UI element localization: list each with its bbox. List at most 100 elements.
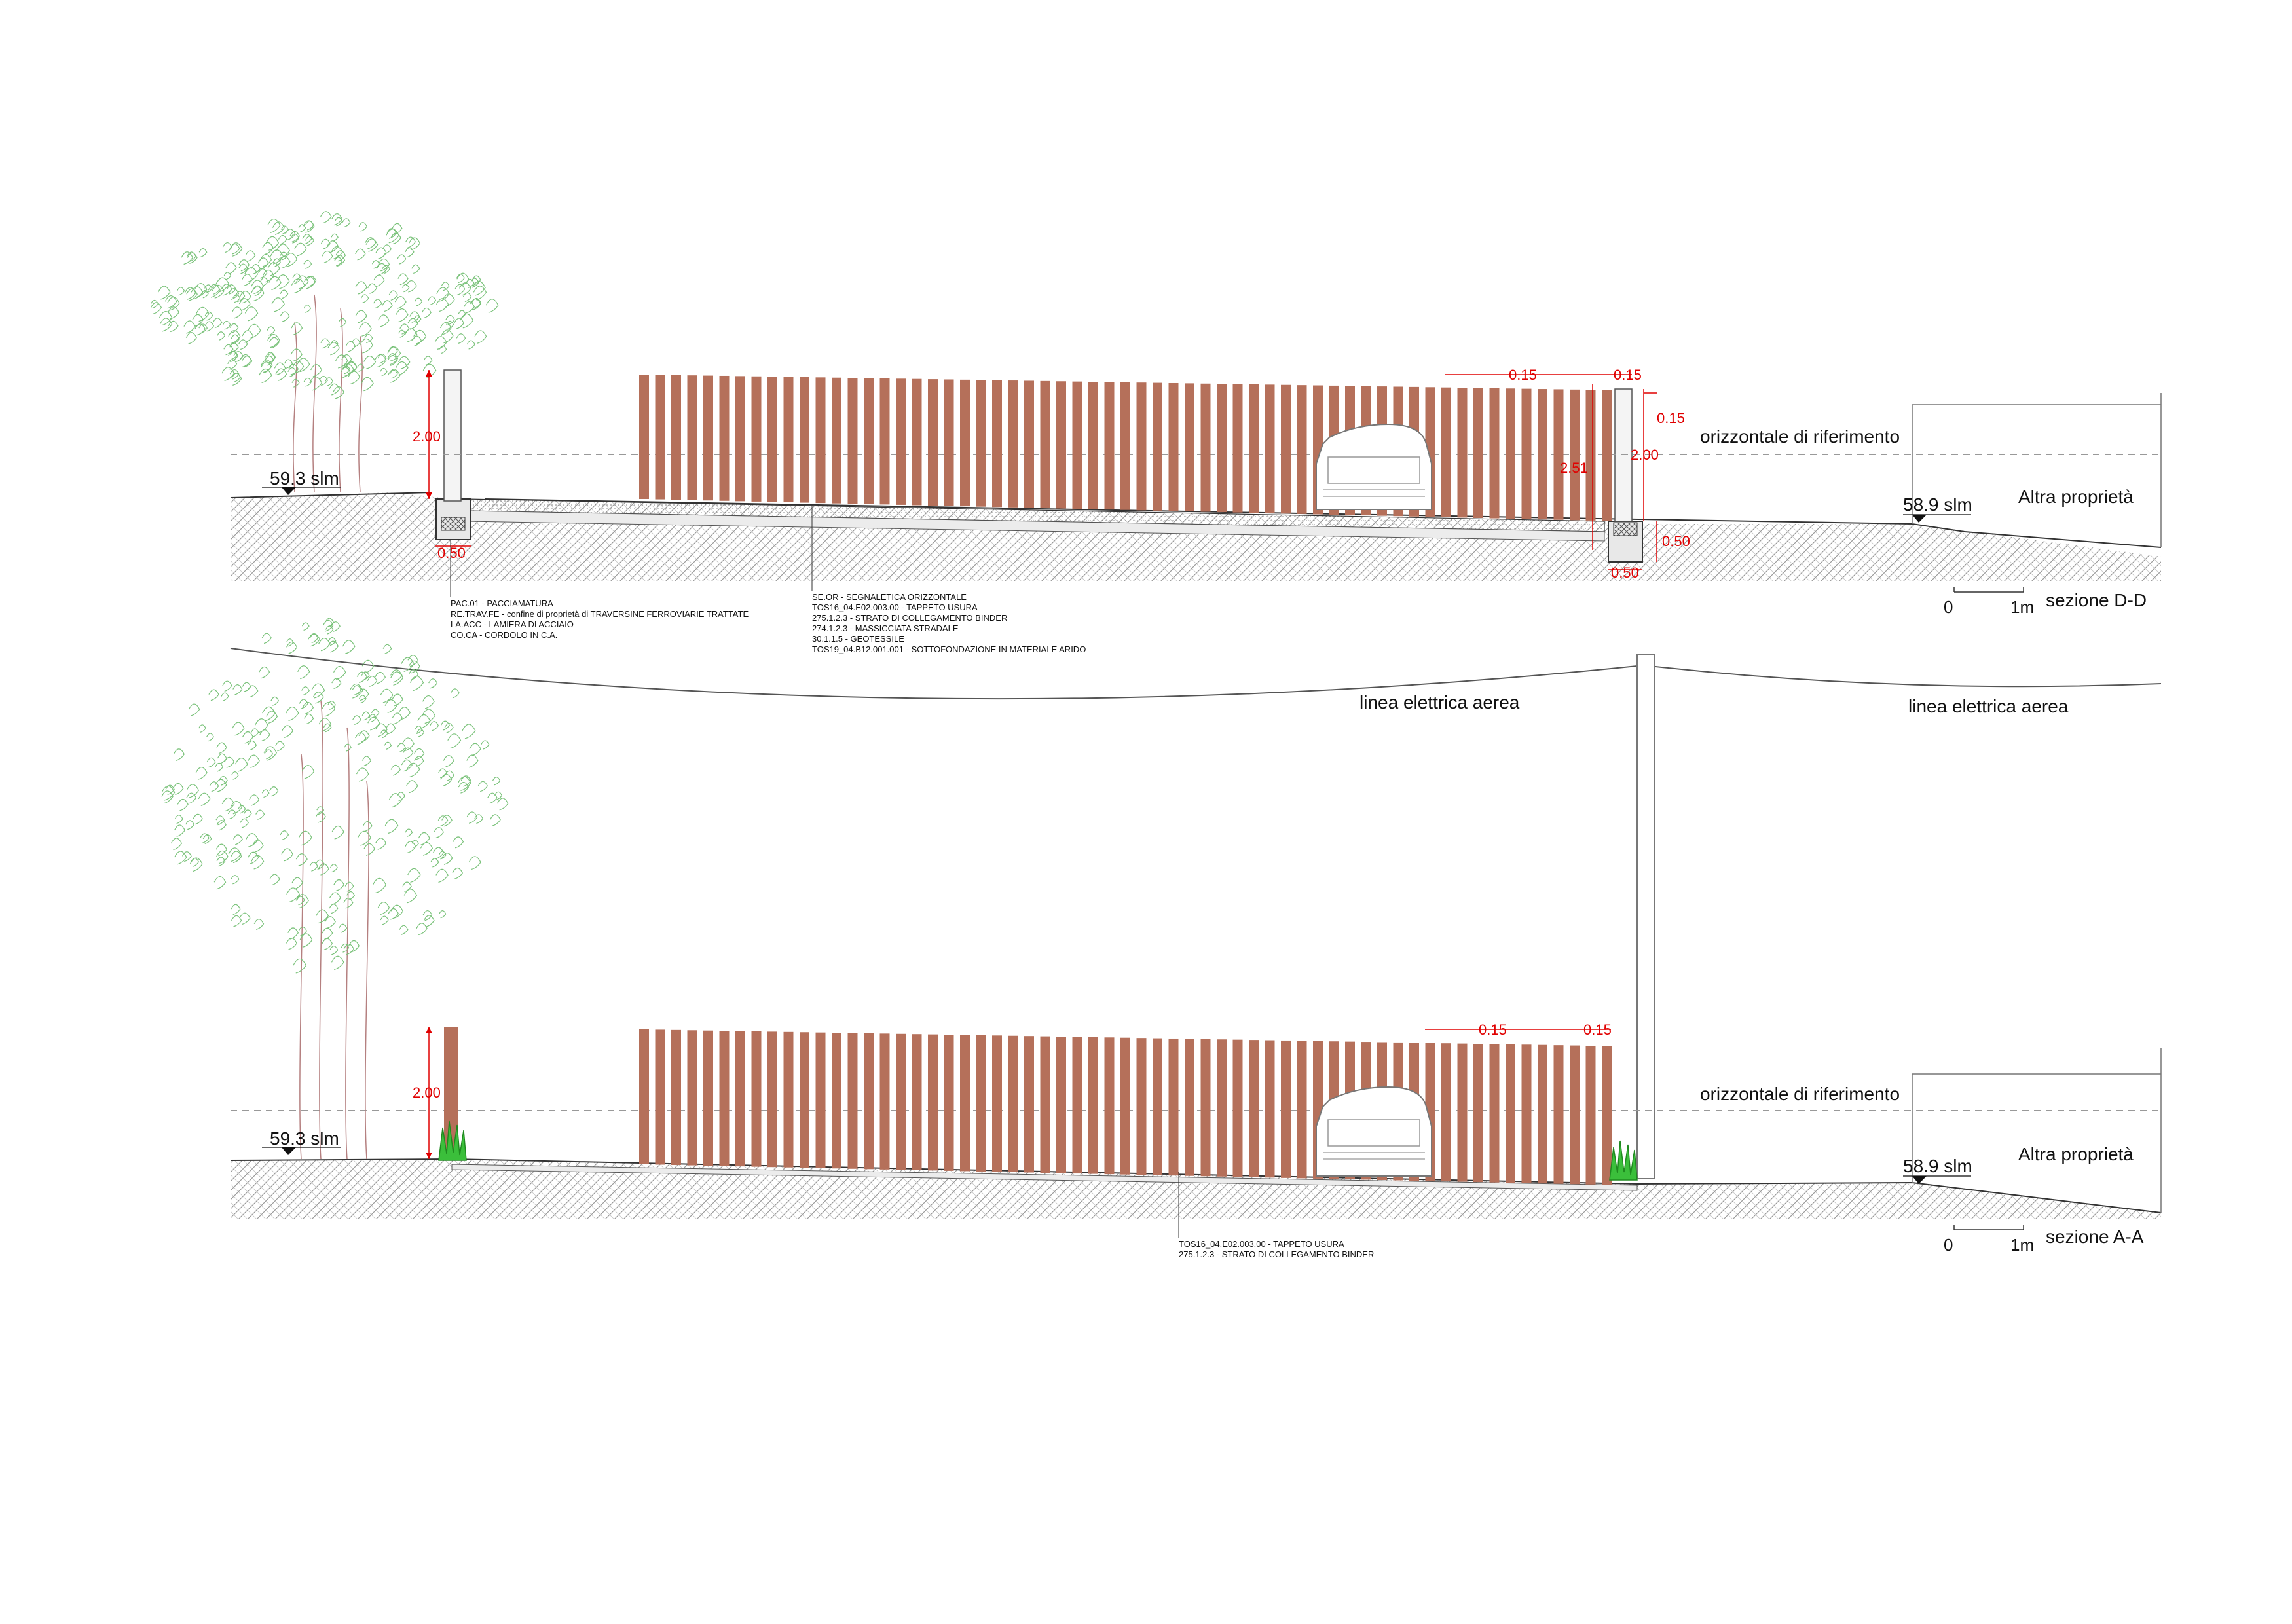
tree-foliage	[407, 868, 421, 883]
tree-foliage	[450, 688, 460, 699]
tree-foliage	[251, 280, 265, 295]
fence-slat	[960, 379, 970, 507]
note-line: LA.ACC - LAMIERA DI ACCIAIO	[451, 619, 574, 629]
tree-foliage	[248, 740, 257, 751]
tree-foliage	[284, 253, 298, 267]
tree-foliage	[413, 329, 427, 344]
tree-foliage	[264, 749, 274, 760]
scale-one-label: 1m	[2010, 1235, 2034, 1255]
fence-slat	[1521, 1044, 1532, 1183]
tree-foliage	[232, 373, 241, 382]
tree-foliage	[233, 351, 244, 363]
tree-foliage	[297, 665, 310, 680]
tree-foliage	[367, 676, 378, 687]
fence-slat	[1200, 383, 1211, 512]
tree-foliage	[316, 811, 326, 823]
tree-foliage	[232, 834, 243, 845]
tree-foliage	[251, 263, 261, 274]
tree-foliage	[222, 320, 231, 330]
tree-foliage	[452, 867, 463, 879]
fence-slat	[1538, 1044, 1547, 1184]
fence-slat	[1168, 1038, 1179, 1176]
fence-slat	[1281, 384, 1291, 514]
tree-foliage	[325, 377, 333, 386]
tree-foliage	[161, 785, 176, 801]
tree-foliage	[343, 898, 354, 909]
note-line: PAC.01 - PACCIAMATURA	[451, 599, 553, 608]
tree-foliage	[275, 741, 285, 752]
fence-slat	[1473, 388, 1483, 518]
fence-slat	[1602, 390, 1612, 521]
tree-foliage	[290, 348, 303, 362]
tree-foliage	[342, 365, 351, 375]
tree-foliage	[284, 359, 293, 369]
tree-foliage	[357, 830, 371, 846]
tree-foliage	[183, 320, 196, 334]
fence-slat	[800, 377, 809, 503]
tree-trunk	[345, 727, 350, 1160]
tree-foliage	[409, 311, 420, 323]
tree-foliage	[447, 733, 462, 749]
other-property-outline	[1912, 1073, 2161, 1183]
dim-left-height: 2.00	[413, 1084, 441, 1101]
tree-foliage	[415, 726, 423, 734]
tree-foliage	[324, 916, 336, 929]
tree-foliage	[387, 369, 401, 383]
tree-foliage	[471, 275, 481, 286]
tree-foliage	[270, 249, 284, 265]
fence-slat	[639, 375, 649, 499]
tree-foliage	[327, 701, 336, 710]
fence-slat	[1457, 388, 1468, 518]
tree-foliage	[329, 892, 341, 905]
tree-foliage	[342, 640, 356, 654]
tree-foliage	[271, 297, 285, 312]
tree-foliage	[303, 259, 312, 269]
tree-foliage	[312, 692, 324, 704]
tree-foliage	[242, 330, 254, 343]
tree-foliage	[198, 724, 206, 733]
note-line: CO.CA - CORDOLO IN C.A.	[451, 630, 557, 640]
tree-foliage	[402, 881, 412, 893]
fence-slat	[1120, 382, 1130, 510]
tree-foliage	[259, 666, 270, 679]
tree-foliage	[225, 262, 237, 275]
tree-foliage	[356, 671, 367, 683]
tree-foliage	[331, 825, 344, 840]
tree-foliage	[392, 223, 403, 235]
tree-foliage	[222, 242, 232, 253]
tree-foliage	[423, 356, 433, 366]
tree-foliage	[440, 773, 453, 786]
tree-foliage	[422, 695, 435, 709]
tree-foliage	[298, 830, 312, 846]
fence-slat	[1232, 1039, 1243, 1177]
tree-foliage	[390, 764, 401, 776]
tree-foliage	[339, 923, 348, 933]
note-line: 274.1.2.3 - MASSICCIATA STRADALE	[812, 623, 959, 633]
right-elevation-label: 58.9 slm	[1903, 494, 1972, 515]
tree-foliage	[456, 274, 465, 284]
tree-foliage	[288, 363, 299, 375]
tree-foliage	[397, 254, 407, 265]
fence-slats	[639, 375, 1612, 521]
tree-foliage	[261, 633, 272, 644]
fence-slat	[639, 1029, 649, 1164]
tree-foliage	[405, 247, 415, 258]
tree-foliage	[227, 284, 236, 295]
section-title: sezione A-A	[2046, 1227, 2144, 1247]
fence-slat	[1217, 1039, 1227, 1177]
tree-foliage	[244, 306, 259, 322]
tree-foliage	[232, 722, 245, 736]
tree-foliage	[344, 743, 352, 752]
fence-slat	[912, 378, 922, 506]
fence-slat	[1153, 1038, 1162, 1175]
dim-slat-gap: 0.15	[1614, 367, 1642, 383]
fence-slat	[767, 1031, 777, 1168]
tree-foliage	[389, 369, 398, 379]
fence-slat	[1056, 381, 1066, 509]
tree-foliage	[443, 755, 454, 767]
notes-left: PAC.01 - PACCIAMATURA RE.TRAV.FE - confi…	[451, 599, 749, 640]
tree-foliage	[316, 909, 329, 924]
tree-foliage	[466, 811, 478, 824]
tree-foliage	[270, 696, 280, 706]
tree-foliage	[404, 328, 418, 342]
